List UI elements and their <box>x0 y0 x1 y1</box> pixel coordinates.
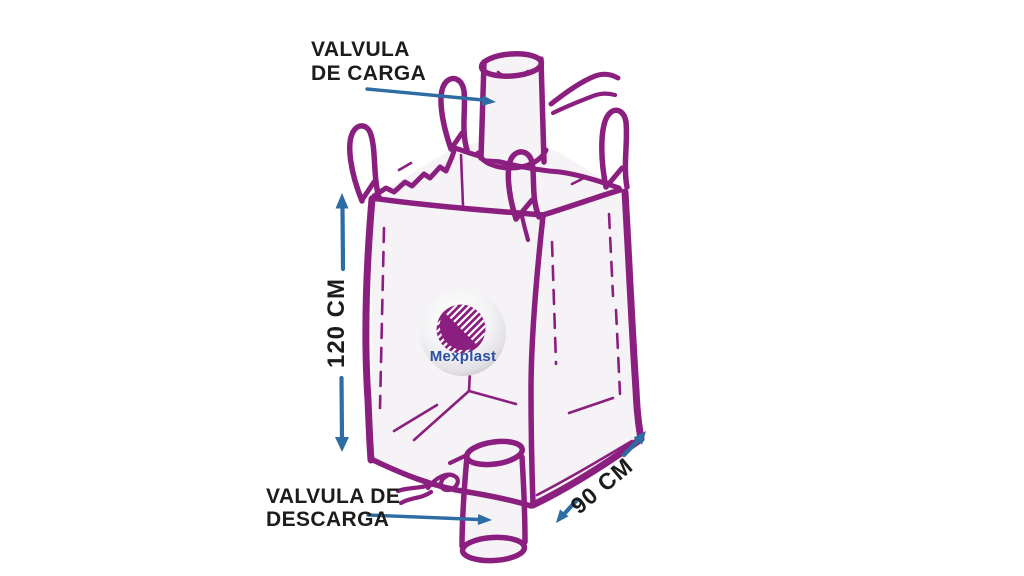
discharge-valve-label-line2: DESCARGA <box>266 508 390 531</box>
charge-valve-label: VALVULA DE CARGA <box>311 38 426 86</box>
charge-valve-label-line1: VALVULA <box>311 38 410 61</box>
bag-body-edges <box>362 188 645 509</box>
lifting-loop-back <box>438 75 470 208</box>
charge-spout-tie-string <box>548 71 621 116</box>
charge-valve-label-line2: DE CARGA <box>311 62 427 85</box>
charge-valve-spout <box>475 51 621 171</box>
logo-text: Mexplast <box>430 348 497 365</box>
mexplast-logo: Mexplast <box>420 290 506 376</box>
discharge-valve-arrow <box>366 513 492 525</box>
bag-bottom-edge <box>368 456 534 509</box>
charge-valve-arrow <box>365 87 496 107</box>
discharge-valve-spout <box>459 438 528 564</box>
lifting-loops <box>347 75 630 243</box>
logo-globe-icon <box>436 304 486 354</box>
discharge-valve-label: VALVULA DE DESCARGA <box>266 485 400 531</box>
discharge-spout-tie-string <box>395 472 460 506</box>
height-dimension-arrow <box>335 193 349 452</box>
discharge-valve-label-line1: VALVULA DE <box>266 485 401 508</box>
height-dimension-label: 120 CM <box>323 277 350 369</box>
lifting-loop-right <box>599 107 630 190</box>
width-dimension-arrow <box>556 431 646 523</box>
lifting-loop-left <box>347 123 382 204</box>
lifting-loop-front <box>505 149 542 243</box>
